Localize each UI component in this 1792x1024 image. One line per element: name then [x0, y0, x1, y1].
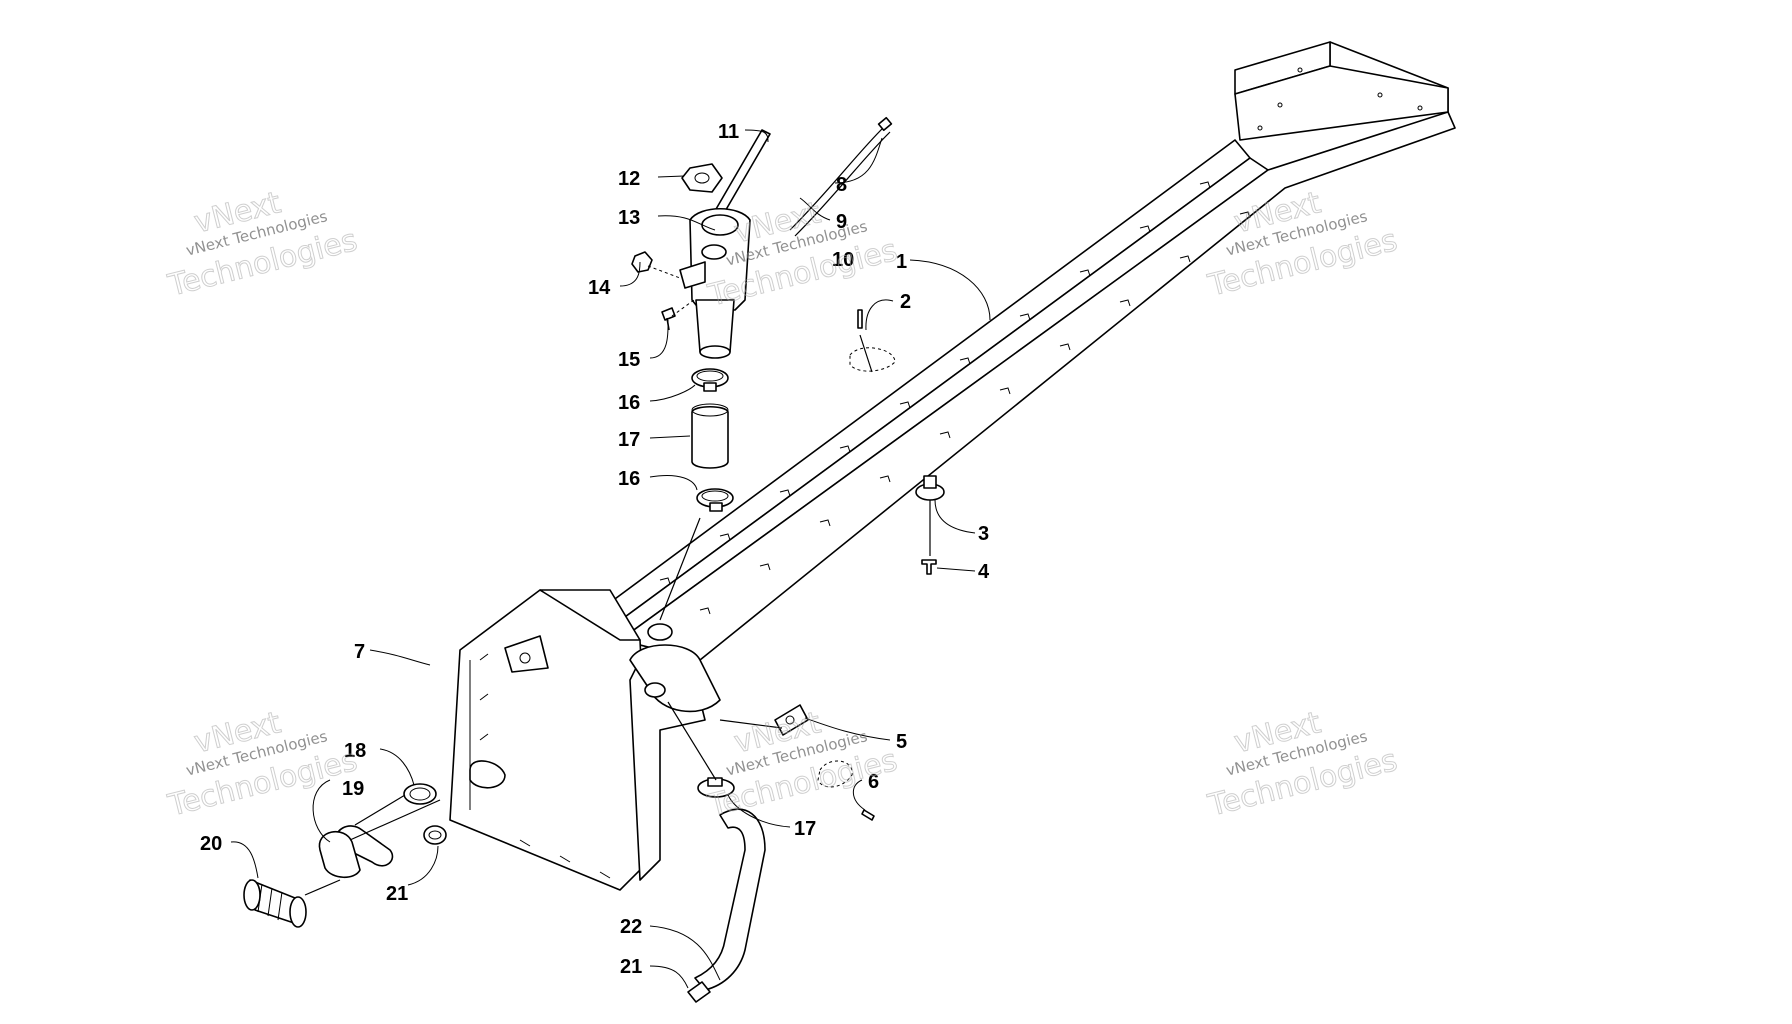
- callout-19: 19: [342, 778, 364, 800]
- callout-2: 2: [900, 291, 911, 313]
- front-housing: [449, 589, 706, 891]
- upper-hose-and-clamps: [659, 368, 734, 621]
- callout-5: 5: [896, 731, 907, 753]
- callout-21-bottom: 21: [620, 956, 642, 978]
- callout-13: 13: [618, 207, 640, 229]
- callout-22: 22: [620, 916, 642, 938]
- callout-20: 20: [200, 833, 222, 855]
- leader-lines: [230, 129, 991, 989]
- callout-10: 10: [832, 249, 854, 271]
- callout-16-lower: 16: [618, 468, 640, 490]
- right-hardware: [719, 309, 945, 821]
- callout-18: 18: [344, 740, 366, 762]
- left-fittings: [243, 760, 506, 928]
- bellows-hose: [243, 879, 307, 928]
- callout-3: 3: [978, 523, 989, 545]
- callout-6: 6: [868, 771, 879, 793]
- callout-1: 1: [896, 251, 907, 273]
- filler-neck-assembly: [631, 116, 893, 359]
- callout-labels: 1 2 3 4 5 6 7 8 9 10 11 12 13 14 15 16 1…: [200, 121, 990, 978]
- callout-17-lower: 17: [794, 818, 816, 840]
- lower-hose: [667, 701, 766, 1003]
- callout-17-upper: 17: [618, 429, 640, 451]
- rail-tabs: [659, 67, 1423, 615]
- callout-8: 8: [836, 174, 847, 196]
- callout-9: 9: [836, 211, 847, 233]
- coolant-elbow: [629, 623, 721, 713]
- callout-11: 11: [718, 121, 739, 143]
- callout-12: 12: [618, 168, 640, 190]
- callout-7: 7: [354, 641, 365, 663]
- callout-4: 4: [978, 561, 990, 583]
- callout-14: 14: [588, 277, 611, 299]
- heat-exchanger-assembly: [599, 41, 1456, 661]
- callout-16-upper: 16: [618, 392, 640, 414]
- callout-15: 15: [618, 349, 640, 371]
- callout-21-left: 21: [386, 883, 408, 905]
